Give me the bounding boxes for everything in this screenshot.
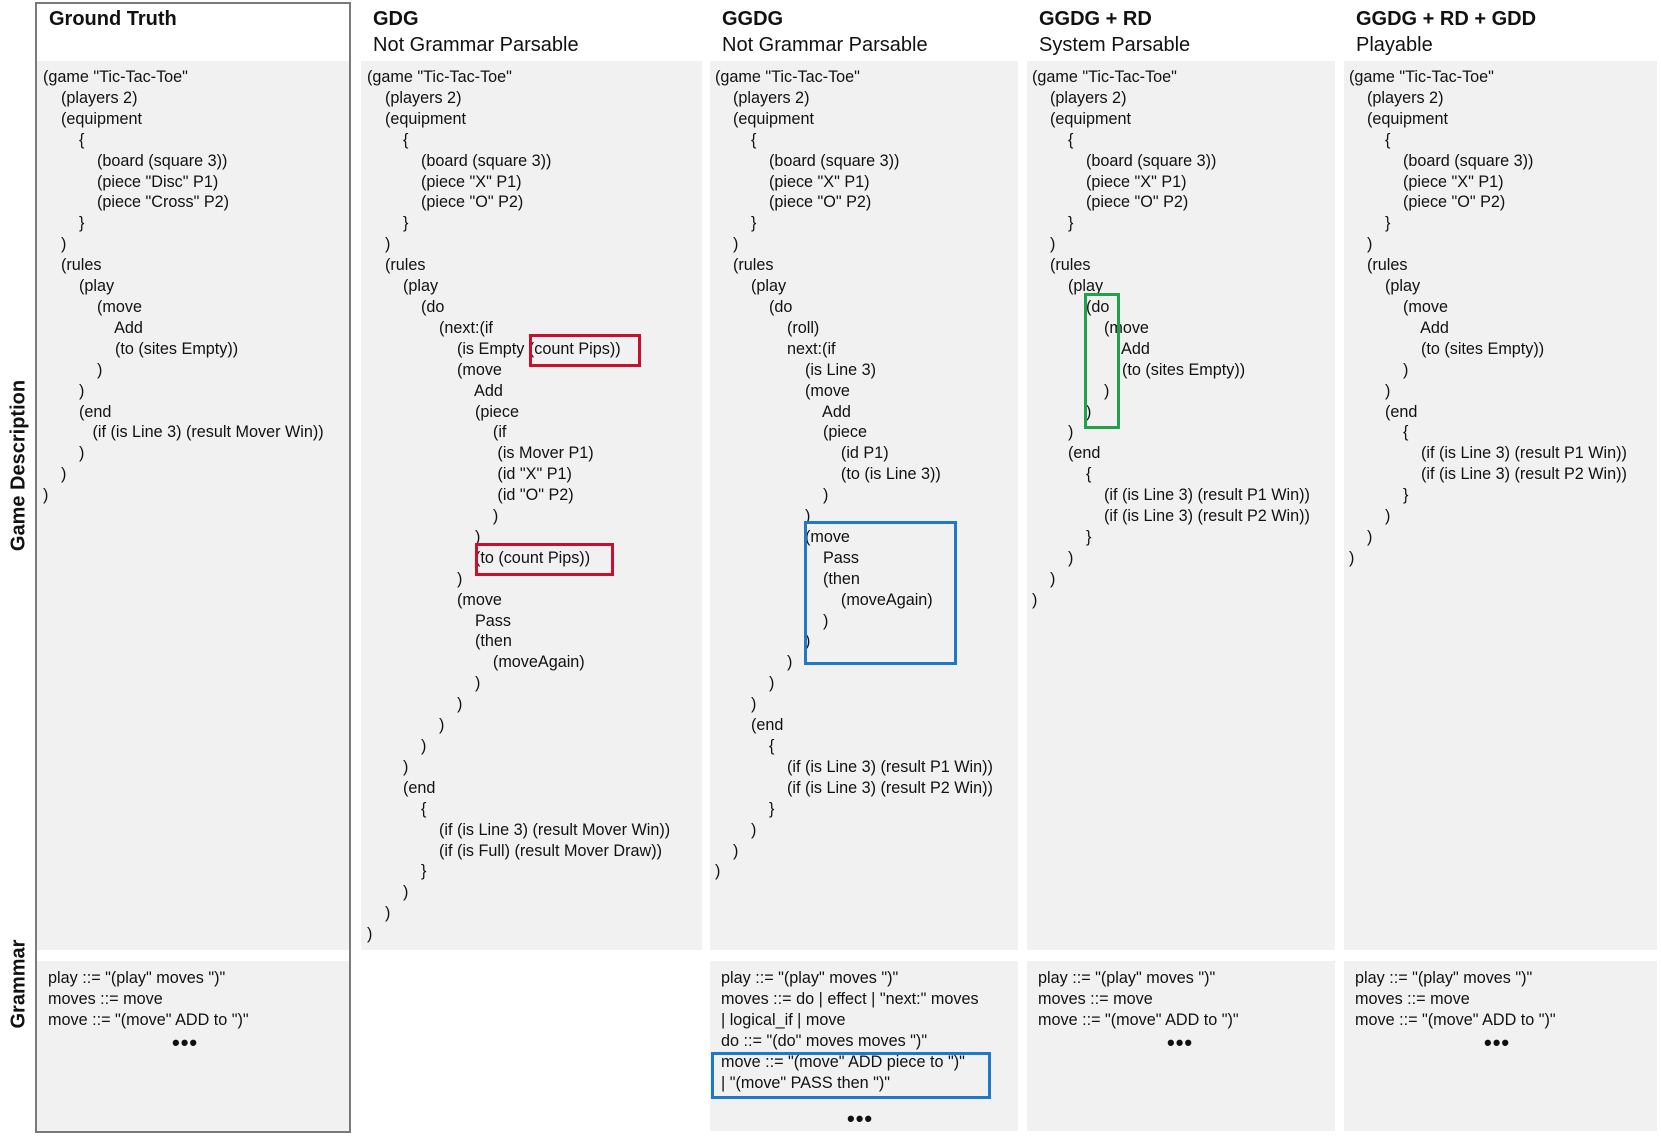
game-description-code: (game "Tic-Tac-Toe" (players 2) (equipme…	[715, 68, 993, 881]
column-title: GGDG + RD + GDD	[1356, 8, 1537, 30]
grammar-code: play ::= "(play" moves ")" moves ::= mov…	[1038, 969, 1239, 1029]
error-highlight-box	[475, 543, 614, 576]
column-subtitle: Playable	[1356, 34, 1433, 56]
description-panel	[1344, 61, 1657, 950]
row-label-game-description: Game Description	[7, 379, 30, 552]
highlight-box	[804, 521, 957, 665]
grammar-code: play ::= "(play" moves ")" moves ::= mov…	[48, 969, 249, 1029]
game-description-code: (game "Tic-Tac-Toe" (players 2) (equipme…	[43, 68, 324, 505]
column-ground-truth: Ground Truth (game "Tic-Tac-Toe" (player…	[37, 0, 349, 1137]
column-header: GGDG + RD + GDD Playable	[1356, 6, 1536, 58]
ellipsis: •••	[1167, 1030, 1194, 1055]
ellipsis: •••	[847, 1106, 874, 1131]
grammar-panel	[37, 961, 349, 1131]
column-title: Ground Truth	[49, 8, 177, 30]
column-ggdg-rd-gdd: GGDG + RD + GDD Playable (game "Tic-Tac-…	[1344, 0, 1657, 1137]
ground-truth-frame	[35, 2, 351, 1133]
grammar-code: play ::= "(play" moves ")" moves ::= mov…	[1355, 969, 1556, 1029]
ellipsis: •••	[172, 1030, 199, 1055]
column-ggdg-rd: GGDG + RD System Parsable (game "Tic-Tac…	[1027, 0, 1335, 1137]
column-subtitle: System Parsable	[1039, 34, 1191, 56]
grammar-panel	[1027, 961, 1335, 1131]
column-title: GGDG	[722, 8, 784, 30]
game-description-code: (game "Tic-Tac-Toe" (players 2) (equipme…	[1032, 68, 1310, 609]
description-panel	[37, 61, 349, 950]
description-panel	[1027, 61, 1335, 950]
column-subtitle: Not Grammar Parsable	[722, 34, 928, 56]
row-label-grammar: Grammar	[7, 939, 30, 1029]
grammar-panel	[710, 961, 1018, 1131]
column-gdg: GDG Not Grammar Parsable (game "Tic-Tac-…	[361, 0, 702, 1137]
description-panel	[710, 61, 1018, 950]
column-header: Ground Truth	[49, 6, 177, 32]
column-header: GGDG + RD System Parsable	[1039, 6, 1190, 58]
grammar-panel	[1344, 961, 1657, 1131]
column-title: GGDG + RD	[1039, 8, 1152, 30]
game-description-code: (game "Tic-Tac-Toe" (players 2) (equipme…	[1349, 68, 1627, 567]
game-description-code: (game "Tic-Tac-Toe" (players 2) (equipme…	[367, 68, 671, 944]
column-ggdg: GGDG Not Grammar Parsable (game "Tic-Tac…	[710, 0, 1018, 1137]
error-highlight-box	[529, 334, 641, 367]
column-header: GGDG Not Grammar Parsable	[722, 6, 928, 58]
column-header: GDG Not Grammar Parsable	[373, 6, 579, 58]
column-title: GDG	[373, 8, 419, 30]
description-panel	[361, 61, 702, 950]
column-subtitle: Not Grammar Parsable	[373, 34, 579, 56]
highlight-box	[1084, 293, 1120, 429]
ellipsis: •••	[1484, 1030, 1511, 1055]
highlight-box	[711, 1052, 991, 1099]
grammar-code: play ::= "(play" moves ")" moves ::= do …	[721, 969, 979, 1092]
